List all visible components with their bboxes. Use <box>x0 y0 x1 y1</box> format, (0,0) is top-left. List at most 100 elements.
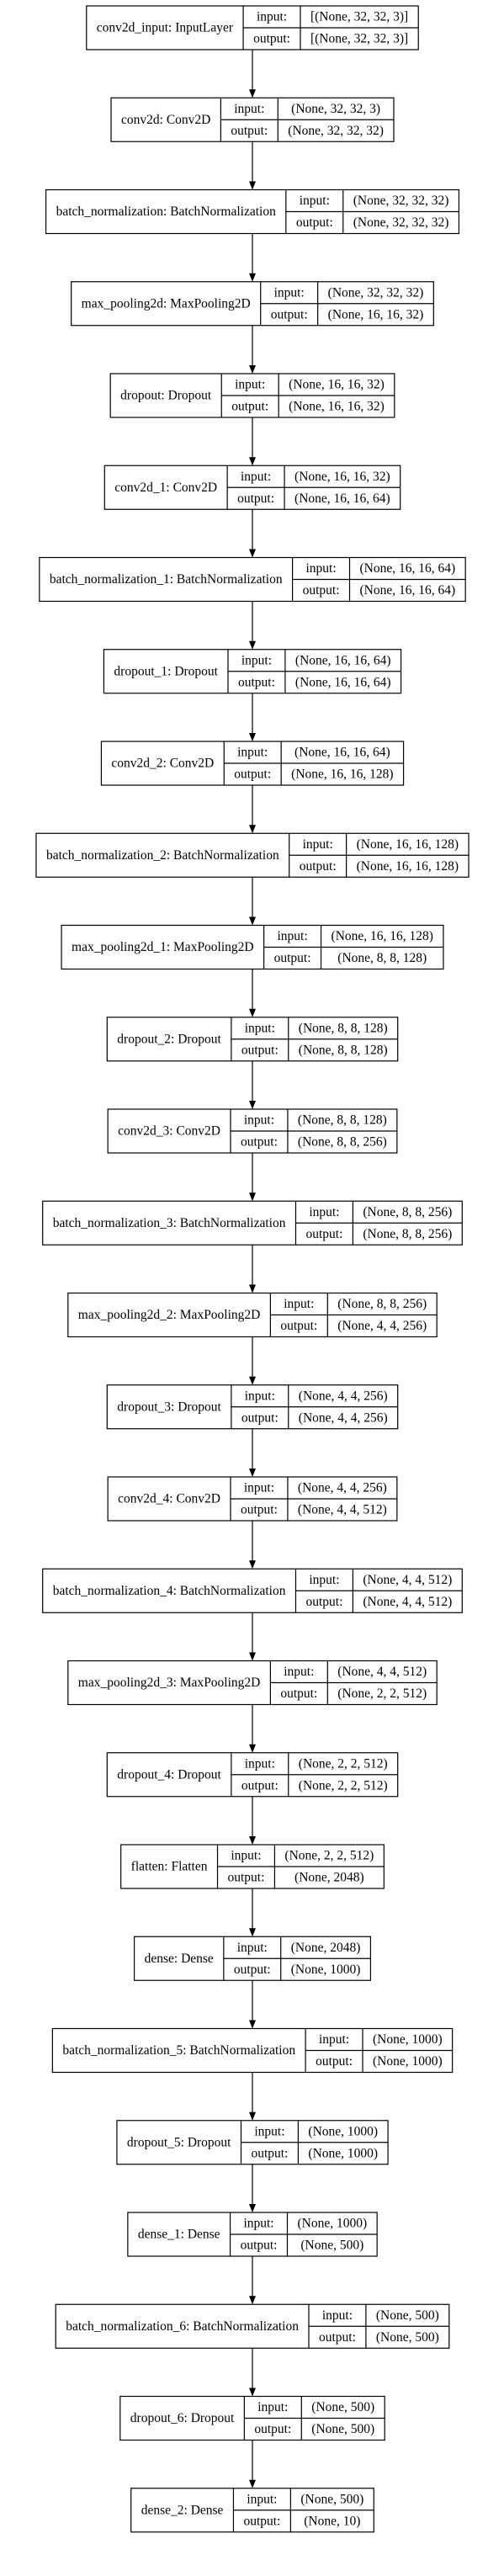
output-port-label: output: <box>251 2146 288 2160</box>
input-shape: (None, 4, 4, 256) <box>298 1481 387 1495</box>
edge-arrow <box>249 1796 256 1845</box>
input-port-label: input: <box>245 1389 275 1403</box>
arrow-head-icon <box>249 916 256 926</box>
output-port-label: output: <box>241 1135 278 1150</box>
output-shape: (None, 2, 2, 512) <box>337 1686 427 1701</box>
input-port-label: input: <box>237 1941 268 1955</box>
layer-name: batch_normalization: BatchNormalization <box>56 204 277 219</box>
output-port-label: output: <box>305 1595 342 1609</box>
input-shape: (None, 32, 32, 3) <box>291 102 380 116</box>
layer-name: dropout_5: Dropout <box>127 2135 231 2149</box>
output-shape: (None, 8, 8, 128) <box>337 951 427 965</box>
input-shape: [(None, 32, 32, 3)] <box>310 10 408 24</box>
arrow-head-icon <box>249 457 256 466</box>
output-shape: (None, 500) <box>311 2422 374 2436</box>
layer-node: max_pooling2d_1: MaxPooling2Dinput:outpu… <box>61 924 444 970</box>
layer-name: max_pooling2d: MaxPooling2D <box>82 296 251 311</box>
input-shape: (None, 4, 4, 512) <box>363 1573 452 1587</box>
input-port-label: input: <box>245 1021 275 1035</box>
output-shape: (None, 16, 16, 128) <box>291 767 393 782</box>
output-port-label: output: <box>234 767 271 782</box>
arrow-head-icon <box>249 2479 256 2488</box>
input-shape: (None, 16, 16, 64) <box>294 746 390 760</box>
input-shape: (None, 16, 16, 64) <box>295 653 391 667</box>
arrow-head-icon <box>249 365 256 374</box>
output-port-label: output: <box>300 859 337 874</box>
output-shape: (None, 4, 4, 512) <box>298 1503 387 1517</box>
layer-name: batch_normalization_6: BatchNormalizatio… <box>66 2319 299 2334</box>
input-shape: (None, 32, 32, 32) <box>328 285 424 300</box>
arrow-head-icon <box>249 1101 256 1109</box>
arrow-head-icon <box>249 1836 256 1845</box>
edge-arrow <box>249 785 256 834</box>
output-port-label: output: <box>274 951 311 965</box>
edge-arrow <box>249 509 256 558</box>
arrow-head-icon <box>249 1744 256 1753</box>
edge-arrow <box>249 1336 256 1385</box>
layer-name: max_pooling2d_2: MaxPooling2D <box>78 1308 261 1322</box>
input-port-label: input: <box>274 285 305 300</box>
input-port-label: input: <box>254 2124 284 2138</box>
output-shape: (None, 1000) <box>291 1963 361 1977</box>
output-shape: [(None, 32, 32, 3)] <box>310 32 408 46</box>
edge-arrow <box>249 1888 256 1937</box>
arrow-head-icon <box>249 1928 256 1937</box>
layer-node: batch_normalization_4: BatchNormalizatio… <box>42 1568 463 1613</box>
output-port-label: output: <box>296 215 333 230</box>
output-port-label: output: <box>231 400 268 414</box>
output-shape: (None, 1000) <box>373 2054 443 2069</box>
input-shape: (None, 2, 2, 512) <box>284 1849 374 1863</box>
input-shape: (None, 8, 8, 256) <box>363 1205 452 1219</box>
input-shape: (None, 500) <box>376 2308 439 2323</box>
edge-arrow <box>249 2072 256 2121</box>
input-port-label: input: <box>257 2400 288 2414</box>
input-port-label: input: <box>243 2217 273 2231</box>
input-shape: (None, 8, 8, 128) <box>299 1021 388 1035</box>
input-port-label: input: <box>234 102 264 116</box>
layer-name: batch_normalization_2: BatchNormalizatio… <box>46 848 279 863</box>
layer-name: conv2d: Conv2D <box>121 113 210 127</box>
layer-name: max_pooling2d_3: MaxPooling2D <box>78 1676 261 1690</box>
edge-arrow <box>249 50 256 98</box>
output-shape: (None, 16, 16, 64) <box>294 491 390 506</box>
arrow-head-icon <box>249 1284 256 1293</box>
layer-node: max_pooling2d: MaxPooling2Dinput:output:… <box>71 281 434 327</box>
input-shape: (None, 16, 16, 32) <box>289 378 385 392</box>
input-port-label: input: <box>284 1665 314 1679</box>
arrow-head-icon <box>249 89 256 98</box>
edge-arrow <box>249 1521 256 1570</box>
output-shape: (None, 500) <box>300 2239 363 2253</box>
output-shape: (None, 8, 8, 256) <box>298 1135 387 1150</box>
input-port-label: input: <box>247 2492 277 2506</box>
layer-name: batch_normalization_3: BatchNormalizatio… <box>53 1216 286 1230</box>
output-port-label: output: <box>243 2514 280 2528</box>
layer-node: batch_normalization: BatchNormalizationi… <box>45 189 460 235</box>
input-port-label: input: <box>241 653 272 667</box>
output-port-label: output: <box>238 675 275 689</box>
output-shape: (None, 2, 2, 512) <box>299 1778 388 1793</box>
output-shape: (None, 500) <box>376 2330 439 2345</box>
edge-arrow <box>249 141 256 190</box>
layer-name: dropout_2: Dropout <box>117 1032 221 1046</box>
input-shape: (None, 8, 8, 128) <box>298 1113 387 1128</box>
edge-arrow <box>249 233 256 282</box>
output-port-label: output: <box>241 2239 278 2253</box>
layer-node: max_pooling2d_2: MaxPooling2Dinput:outpu… <box>67 1292 438 1338</box>
edge-arrow <box>249 877 256 926</box>
output-port-label: output: <box>280 1686 317 1701</box>
edge-arrow <box>249 693 256 741</box>
input-port-label: input: <box>303 837 333 852</box>
input-port-label: input: <box>235 378 265 392</box>
output-port-label: output: <box>234 1963 271 1977</box>
edge-arrow <box>249 1980 256 2029</box>
